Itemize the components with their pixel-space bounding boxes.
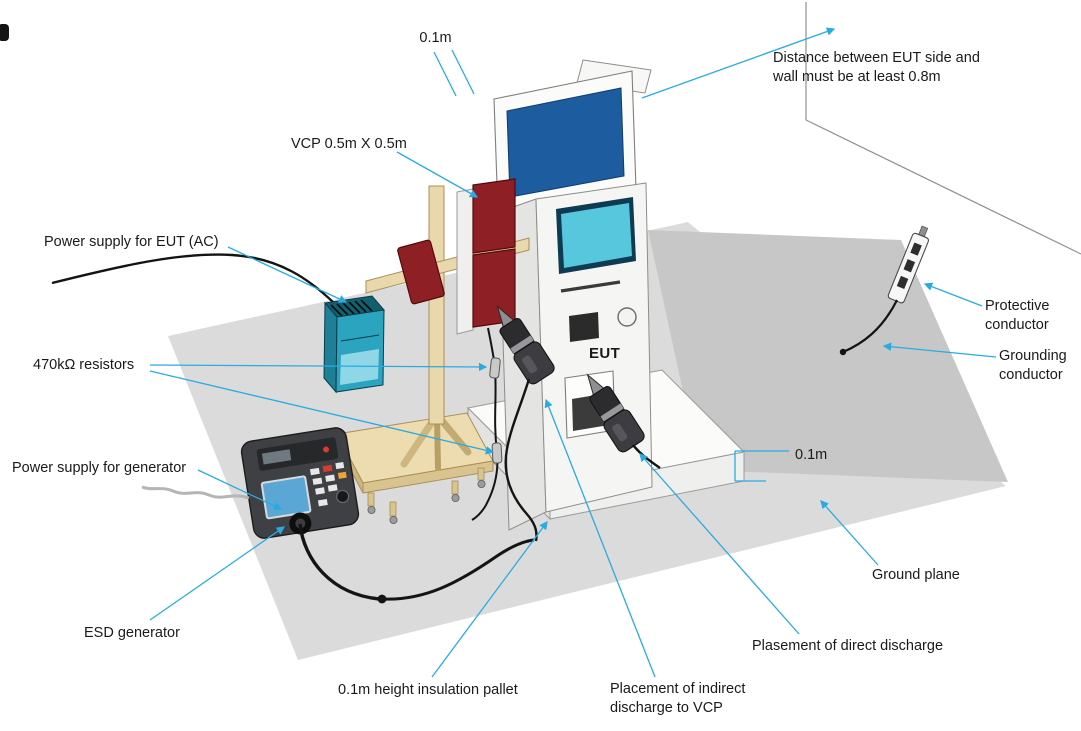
- eut-ac-cable: [51, 253, 335, 304]
- label-protective-conductor: Protective conductor: [985, 298, 1050, 333]
- label-direct-discharge: Plasement of direct discharge: [752, 638, 944, 654]
- wall-lines: [805, 2, 1081, 255]
- label-resistors: 470kΩ resistors: [33, 357, 135, 373]
- leader-insulation-pallet: [431, 520, 548, 678]
- label-dim-vcp-gap: 0.1m: [419, 30, 452, 46]
- kiosk-touchscreen: [561, 203, 632, 268]
- label-dim-pallet-height: 0.1m: [795, 447, 828, 463]
- tripod-stand: [400, 185, 472, 471]
- kiosk-card-slot: [560, 280, 621, 293]
- eut-power-supply-box: [323, 295, 385, 394]
- resistor-bleed-cable: [471, 327, 503, 521]
- dimension-lines: [433, 49, 789, 482]
- label-power-supply-generator: Power supply for generator: [12, 460, 187, 476]
- protective-conductor-outlet: [887, 225, 930, 304]
- resistor-470k-lower: [491, 442, 503, 464]
- vcp-panel: [456, 178, 516, 335]
- leader-resistor-lower: [149, 370, 495, 455]
- grounding-cable-end-dot: [839, 348, 847, 356]
- label-insulation-pallet: 0.1m height insulation pallet: [338, 682, 518, 698]
- esd-gun-indirect-cable: [504, 378, 538, 542]
- esd-generator-device: [240, 427, 360, 539]
- grounding-cable: [842, 299, 898, 354]
- kiosk-speaker-button: [617, 307, 637, 327]
- leader-esd-generator: [149, 526, 286, 621]
- leader-power-supply-generator: [197, 469, 283, 510]
- beam-clamp: [397, 239, 445, 305]
- leader-grounding-conductor: [882, 342, 997, 358]
- leader-vcp: [396, 151, 479, 198]
- label-grounding-conductor: Grounding conductor: [999, 348, 1067, 383]
- label-eut: EUT: [589, 345, 621, 362]
- leader-wall-distance: [641, 27, 836, 99]
- leader-direct-discharge: [639, 453, 800, 635]
- leader-ground-plane: [820, 500, 879, 566]
- dim-vcp-gap-lines: [433, 49, 475, 97]
- label-wall-distance: Distance between EUT side and wall must …: [773, 50, 980, 85]
- resistor-470k-upper: [489, 357, 501, 379]
- leader-protective-conductor: [923, 282, 983, 307]
- leader-lines: [149, 27, 997, 678]
- generator-power-cord: [141, 485, 250, 500]
- generator-hv-cable: [298, 523, 380, 601]
- kiosk-monitor-screen: [506, 87, 625, 198]
- page-edge-mark: [0, 24, 9, 41]
- leader-power-supply-eut: [227, 246, 348, 303]
- dim-pallet-height-lines: [734, 450, 789, 482]
- leader-indirect-discharge: [544, 398, 656, 678]
- label-ground-plane: Ground plane: [872, 567, 960, 583]
- label-esd-generator: ESD generator: [84, 625, 180, 641]
- generator-hv-cable-return: [381, 538, 535, 601]
- leader-resistor-upper: [149, 362, 488, 372]
- label-indirect-discharge: Placement of indirect discharge to VCP: [610, 681, 746, 716]
- eut-kiosk: [493, 59, 653, 531]
- generator-screen: [260, 475, 312, 520]
- kiosk-reader-panel: [569, 312, 599, 342]
- ground-plane-dark-section: [648, 230, 1008, 482]
- label-power-supply-eut: Power supply for EUT (AC): [44, 234, 219, 250]
- label-vcp: VCP 0.5m X 0.5m: [291, 136, 407, 152]
